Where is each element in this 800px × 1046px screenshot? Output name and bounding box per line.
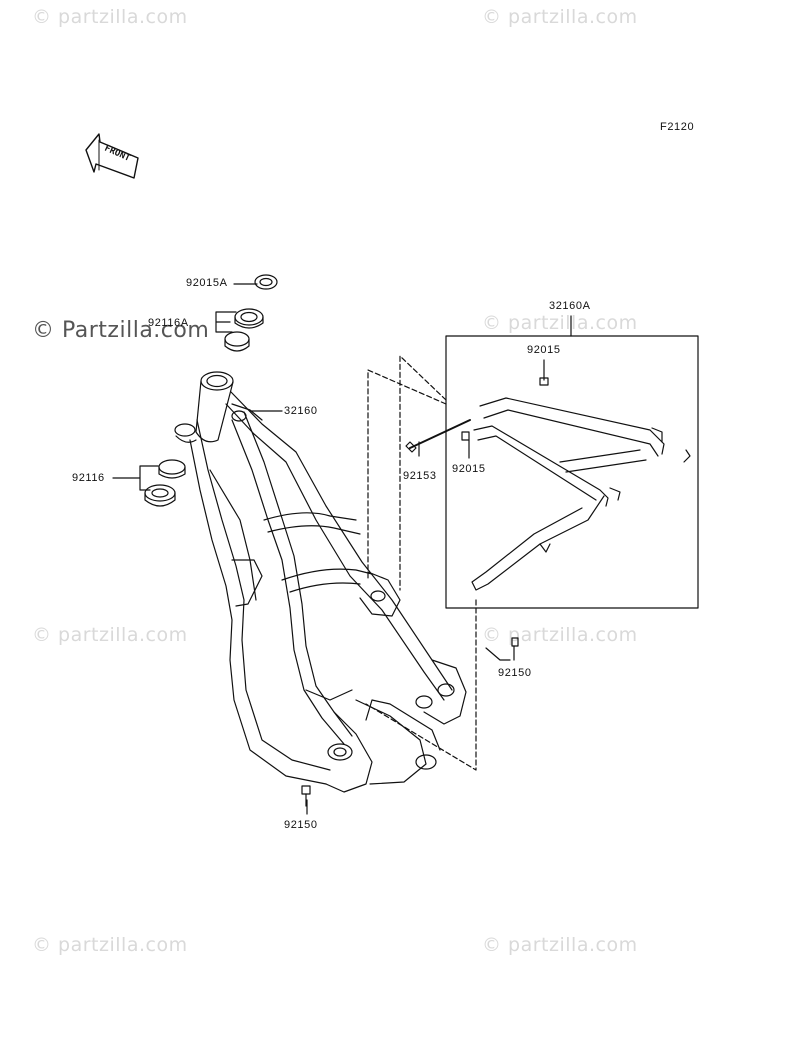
subframe-inset-box	[445, 335, 699, 609]
callout-92116[interactable]: 92116	[72, 472, 105, 484]
callout-32160[interactable]: 32160	[284, 405, 318, 417]
watermark-bottom-right: © partzilla.com	[482, 934, 638, 956]
front-arrow-icon	[85, 133, 139, 179]
steering-head-top	[200, 371, 234, 391]
collar-92015-lower	[461, 431, 470, 441]
subframe-upper-rail	[479, 397, 665, 455]
watermark-lower-left: © partzilla.com	[32, 624, 188, 646]
callout-92015-lower[interactable]: 92015	[452, 463, 486, 475]
bolt-92150-rear	[511, 637, 519, 647]
seal-92015a	[254, 274, 278, 290]
watermark-mid-right: © partzilla.com	[482, 312, 638, 334]
callout-92015a[interactable]: 92015A	[186, 277, 228, 289]
callout-92015-upper[interactable]: 92015	[527, 344, 561, 356]
bolt-92150-lower	[301, 785, 311, 795]
watermark-top-right: © partzilla.com	[482, 6, 638, 28]
callout-92116a[interactable]: 92116A	[148, 317, 189, 329]
watermark-lower-right: © partzilla.com	[482, 624, 638, 646]
leader-92116a	[215, 311, 237, 333]
pivot-boss	[327, 743, 353, 761]
watermark-bottom-left: © partzilla.com	[32, 934, 188, 956]
watermark-top-left: © partzilla.com	[32, 6, 188, 28]
subframe-connector-upper	[367, 369, 447, 581]
callout-92153[interactable]: 92153	[403, 470, 437, 482]
callout-32160a[interactable]: 32160A	[549, 300, 591, 312]
watermark-mid-left-strong: © Partzilla.com	[32, 318, 210, 343]
bolt-92153	[409, 419, 471, 449]
leader-92150-rear	[485, 647, 511, 661]
callout-92150-rear[interactable]: 92150	[498, 667, 532, 679]
collar-92015-upper	[539, 377, 549, 386]
diagram-id-label: F2120	[660, 121, 695, 133]
callout-92150-lower[interactable]: 92150	[284, 819, 318, 831]
